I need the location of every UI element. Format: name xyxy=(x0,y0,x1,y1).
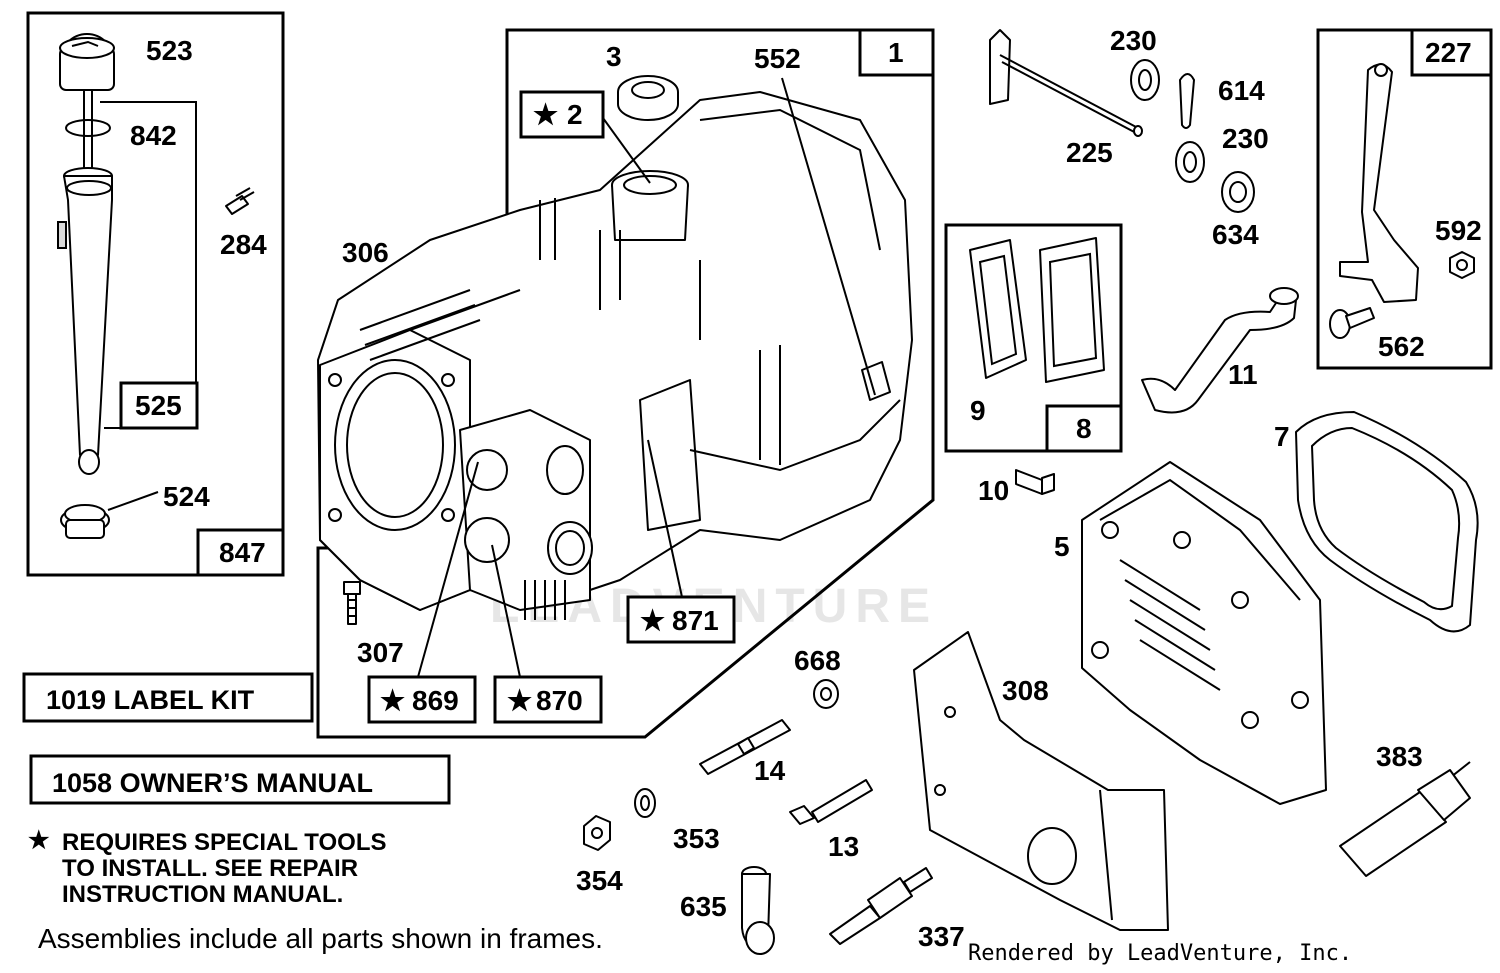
hitch-pin-614 xyxy=(1178,73,1196,129)
owners-manual-box: 1058 OWNER’S MANUAL xyxy=(29,754,451,805)
callout-230-top: 230 xyxy=(1110,25,1157,56)
breather-cover xyxy=(1039,237,1105,383)
svg-text:★: ★ xyxy=(507,685,532,716)
note-line-1: REQUIRES SPECIAL TOOLS xyxy=(62,829,387,856)
leader-552 xyxy=(781,77,876,396)
stud-14 xyxy=(699,719,791,775)
callout-10: 10 xyxy=(978,475,1009,506)
owners-manual-text: 1058 OWNER’S MANUAL xyxy=(52,768,373,798)
screw-10 xyxy=(1015,469,1055,495)
rendered-by-credit: Rendered by LeadVenture, Inc. xyxy=(968,941,1352,966)
nut-592 xyxy=(1449,251,1475,279)
spark-plug-337 xyxy=(829,867,933,945)
star-box-869: ★ 869 xyxy=(367,461,479,724)
svg-text:★: ★ xyxy=(640,605,665,636)
frame-227-governor-lever: 227 xyxy=(1316,28,1493,370)
washer-230-bottom xyxy=(1175,141,1205,183)
callout-5: 5 xyxy=(1054,531,1070,562)
callout-307: 307 xyxy=(357,637,404,668)
svg-text:★: ★ xyxy=(380,685,405,716)
callout-284: 284 xyxy=(220,229,267,260)
callout-354: 354 xyxy=(576,865,623,896)
washer-668 xyxy=(813,679,839,709)
note-line-3: INSTRUCTION MANUAL. xyxy=(62,881,343,908)
callout-668: 668 xyxy=(794,645,841,676)
dipstick-cap-523 xyxy=(59,33,115,180)
callout-353: 353 xyxy=(673,823,720,854)
seal-3 xyxy=(617,75,679,121)
washer-230-top xyxy=(1130,59,1160,101)
callout-1: 1 xyxy=(888,37,904,68)
callout-842: 842 xyxy=(130,120,177,151)
seal-634 xyxy=(1221,171,1255,213)
callout-3: 3 xyxy=(606,41,622,72)
assemblies-note: Assemblies include all parts shown in fr… xyxy=(38,923,603,954)
callout-552: 552 xyxy=(754,43,801,74)
o-ring-842 xyxy=(65,119,111,137)
callout-337: 337 xyxy=(918,921,965,952)
lock-washer-353 xyxy=(634,788,656,818)
note-line-2: TO INSTALL. SEE REPAIR xyxy=(62,855,358,882)
frame-847-dipstick-assembly: 847 525 xyxy=(26,11,285,577)
breather-gasket-9 xyxy=(969,239,1027,379)
cylinder-head-5 xyxy=(1081,461,1327,805)
breather-tube-11 xyxy=(1141,287,1299,414)
label-kit-box: 1019 LABEL KIT xyxy=(22,672,314,723)
callout-7: 7 xyxy=(1274,421,1290,452)
nut-354 xyxy=(583,815,611,851)
callout-11: 11 xyxy=(1228,359,1258,390)
callout-383: 383 xyxy=(1376,741,1423,772)
governor-shaft-225 xyxy=(989,29,1143,137)
callout-227: 227 xyxy=(1425,37,1472,68)
callout-871: 871 xyxy=(672,605,719,636)
bolt-307 xyxy=(343,581,361,625)
callout-635: 635 xyxy=(680,891,727,922)
callout-524: 524 xyxy=(163,481,210,512)
callout-14: 14 xyxy=(754,755,786,786)
head-gasket-7 xyxy=(1295,411,1479,633)
fitting-635 xyxy=(741,866,775,955)
bolt-13 xyxy=(789,779,873,825)
callout-614: 614 xyxy=(1218,75,1265,106)
label-kit-text: 1019 LABEL KIT xyxy=(46,685,255,715)
governor-lever-562 xyxy=(1339,63,1419,303)
svg-text:★: ★ xyxy=(533,99,558,130)
star-box-2: ★ 2 xyxy=(519,90,651,184)
callout-230-bottom: 230 xyxy=(1222,123,1269,154)
frame-8-breather: 8 xyxy=(944,223,1123,453)
callout-592: 592 xyxy=(1435,215,1482,246)
star-box-870: ★ 870 xyxy=(491,544,603,724)
callout-225: 225 xyxy=(1066,137,1113,168)
callout-634: 634 xyxy=(1212,219,1259,250)
note-star-icon: ★ xyxy=(28,827,50,854)
bolt-562 xyxy=(1329,307,1375,339)
callout-8: 8 xyxy=(1076,413,1092,444)
part-383 xyxy=(1339,761,1471,877)
callout-869: 869 xyxy=(412,685,459,716)
callout-306: 306 xyxy=(342,237,389,268)
callout-9: 9 xyxy=(970,395,986,426)
seal-524 xyxy=(60,491,159,539)
dipstick-tube-525 xyxy=(57,167,113,475)
callout-562: 562 xyxy=(1378,331,1425,362)
cylinder-shield-308 xyxy=(913,631,1169,931)
callout-2: 2 xyxy=(567,99,583,130)
callout-847: 847 xyxy=(219,537,266,568)
cylinder-block xyxy=(317,91,913,620)
screw-284 xyxy=(225,187,255,215)
callout-13: 13 xyxy=(828,831,859,862)
callout-308: 308 xyxy=(1002,675,1049,706)
callout-523: 523 xyxy=(146,35,193,66)
callout-525: 525 xyxy=(135,390,182,421)
star-box-871: ★ 871 xyxy=(626,439,736,644)
callout-870: 870 xyxy=(536,685,583,716)
frame-1-cylinder-assembly: 1 xyxy=(316,28,935,739)
